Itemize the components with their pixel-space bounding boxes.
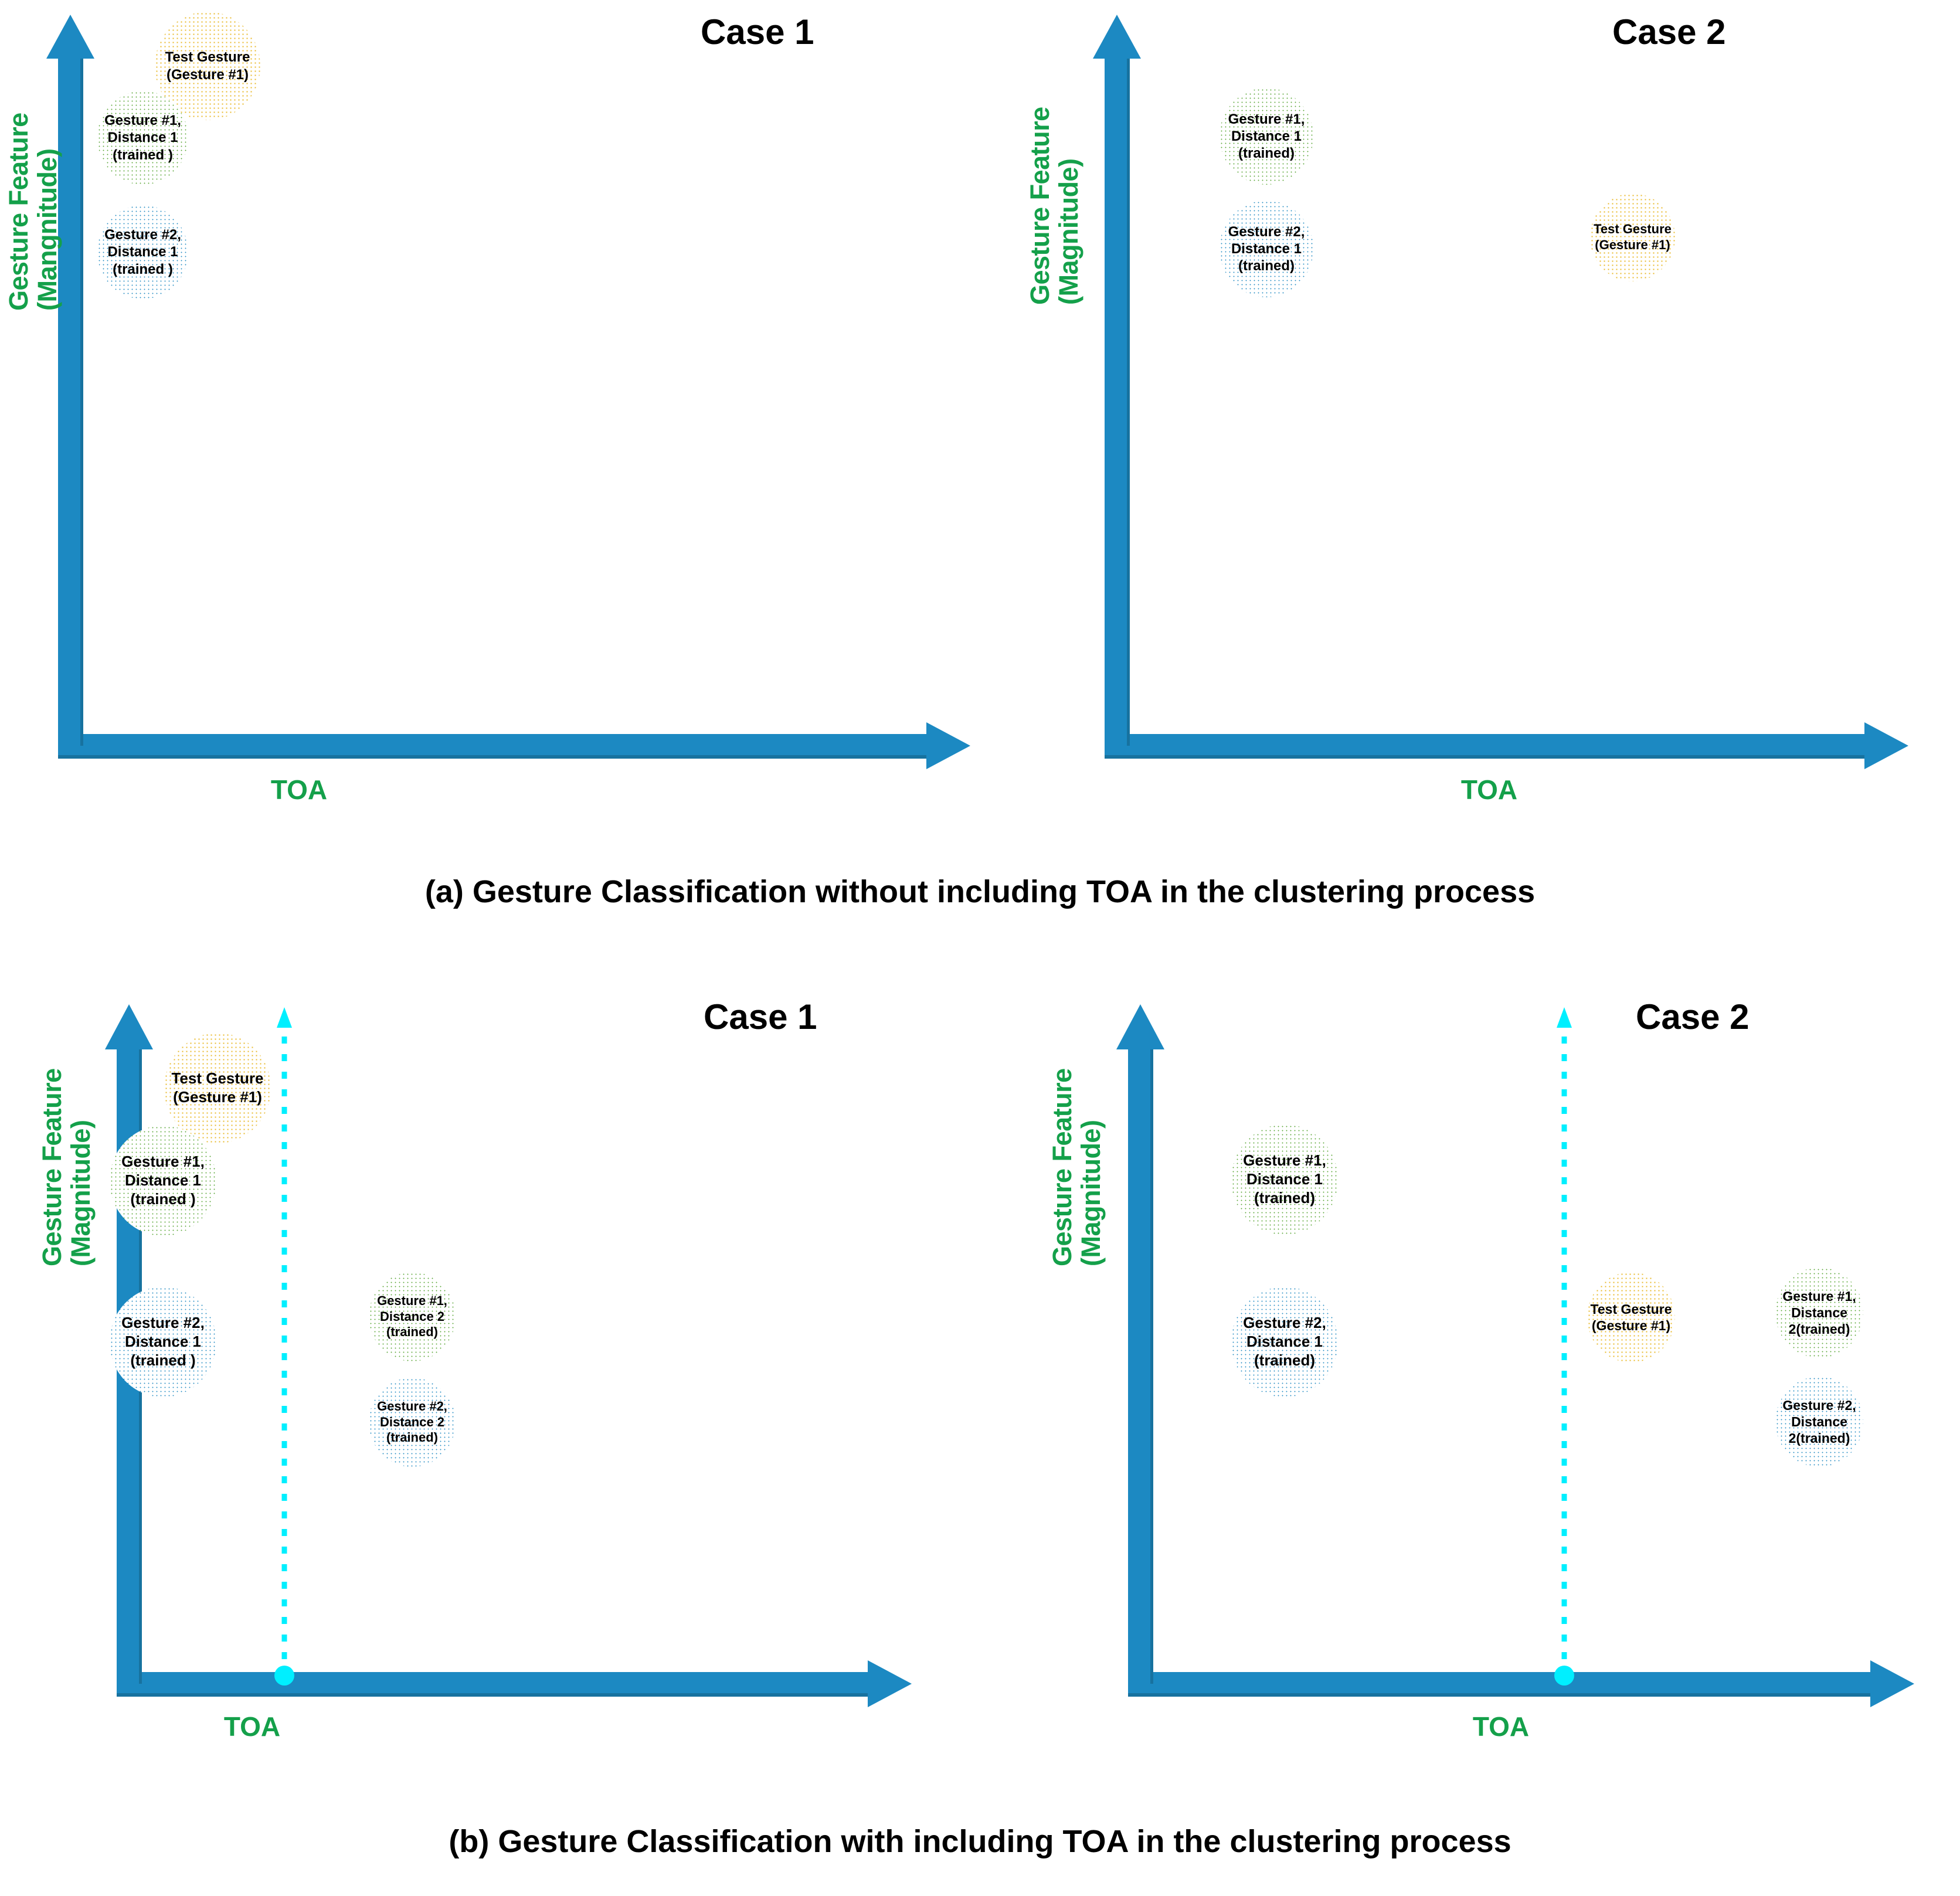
y-axis-label-line2: (Mangnitude) (32, 148, 62, 311)
bubble-gesture1-distance1: Gesture #1, Distance 1 (trained ) (97, 91, 188, 185)
case-title: Case 2 (1636, 997, 1750, 1037)
y-axis-shadow (1150, 1049, 1153, 1684)
toa-origin-dot (1554, 1666, 1574, 1686)
bubble-test-gesture: Test Gesture (Gesture #1) (1587, 1272, 1675, 1362)
toa-marker (274, 1007, 294, 1686)
toa-origin-dot (274, 1666, 294, 1686)
y-axis-label-line1: Gesture Feature (1047, 1068, 1077, 1266)
caption-b: (b) Gesture Classification with includin… (449, 1824, 1511, 1859)
y-axis-label: Gesture Feature (Magnitude) (1025, 107, 1083, 305)
y-axis-label-line2: (Magnitude) (1053, 158, 1083, 305)
x-axis-shadow (1105, 755, 1864, 759)
y-axis-label-line2: (Magnitude) (65, 1120, 96, 1266)
x-axis-label: TOA (270, 774, 328, 805)
bubble-gesture2-distance1: Gesture #2, Distance 1 (trained ) (110, 1287, 216, 1397)
bubble-gesture1-distance1: Gesture #1, Distance 1 (trained) (1231, 1124, 1338, 1235)
x-axis-shadow (117, 1693, 868, 1697)
y-axis-label-line1: Gesture Feature (37, 1068, 67, 1266)
y-axis-arrow (1093, 15, 1141, 746)
caption-a: (a) Gesture Classification without inclu… (424, 874, 1536, 909)
case-title: Case 2 (1612, 12, 1726, 52)
bubble-gesture1-distance2: Gesture #1, Distance 2(trained) (1775, 1268, 1863, 1358)
axis-arrows (46, 15, 970, 769)
x-axis-shadow (1128, 1693, 1870, 1697)
y-axis-label-line2: (Magnitude) (1075, 1120, 1106, 1266)
axis-arrows (1116, 1004, 1914, 1707)
y-axis-shadow (1127, 59, 1130, 746)
axis-arrows (1093, 15, 1908, 769)
toa-arrow-head (1557, 1007, 1572, 1028)
bubble-test-gesture: Test Gesture (Gesture #1) (1590, 193, 1675, 281)
panel-a-case-1: Gesture Feature (Mangnitude) TOA Case 1 … (0, 0, 997, 821)
x-axis-shadow (58, 755, 926, 759)
bubble-gesture2-distance2: Gesture #2, Distance 2 (trained) (369, 1378, 456, 1467)
bubble-gesture1-distance1: Gesture #1, Distance 1 (trained) (1220, 88, 1313, 185)
y-axis-label: Gesture Feature (Magnitude) (1047, 1068, 1106, 1266)
case-title: Case 1 (704, 997, 817, 1037)
bubble-test-gesture: Test Gesture (Gesture #1) (155, 12, 260, 120)
panel-b-case-1: Gesture Feature (Magnitude) TOA Case 1 T… (0, 967, 997, 1759)
x-axis-label: TOA (1460, 774, 1518, 805)
toa-marker (1554, 1007, 1574, 1686)
y-axis-label: Gesture Feature (Magnitude) (37, 1068, 96, 1266)
bubble-test-gesture: Test Gesture (Gesture #1) (164, 1033, 271, 1143)
bubble-gesture1-distance1: Gesture #1, Distance 1 (trained ) (110, 1126, 216, 1236)
case-title: Case 1 (701, 12, 814, 52)
x-axis-arrow (1105, 722, 1908, 769)
bubble-gesture2-distance1: Gesture #2, Distance 1 (trained) (1231, 1287, 1338, 1397)
y-axis-label-line1: Gesture Feature (1025, 107, 1055, 305)
y-axis-shadow (80, 59, 83, 746)
y-axis-label: Gesture Feature (Mangnitude) (4, 113, 62, 311)
bubble-gesture2-distance1: Gesture #2, Distance 1 (trained) (1220, 201, 1313, 297)
toa-arrow-head (277, 1007, 292, 1028)
y-axis-label-line1: Gesture Feature (4, 113, 33, 311)
x-axis-arrow (58, 722, 970, 769)
bubble-gesture1-distance2: Gesture #1, Distance 2 (trained) (369, 1272, 456, 1361)
panel-a-case-2: Gesture Feature (Magnitude) TOA Case 2 G… (997, 0, 1960, 821)
panel-b-case-2: Gesture Feature (Magnitude) TOA Case 2 G… (997, 967, 1960, 1759)
bubble-gesture2-distance1: Gesture #2, Distance 1 (trained ) (97, 205, 188, 299)
x-axis-label: TOA (1472, 1711, 1530, 1742)
x-axis-label: TOA (223, 1711, 281, 1742)
bubble-gesture2-distance2: Gesture #2, Distance 2(trained) (1775, 1377, 1863, 1467)
